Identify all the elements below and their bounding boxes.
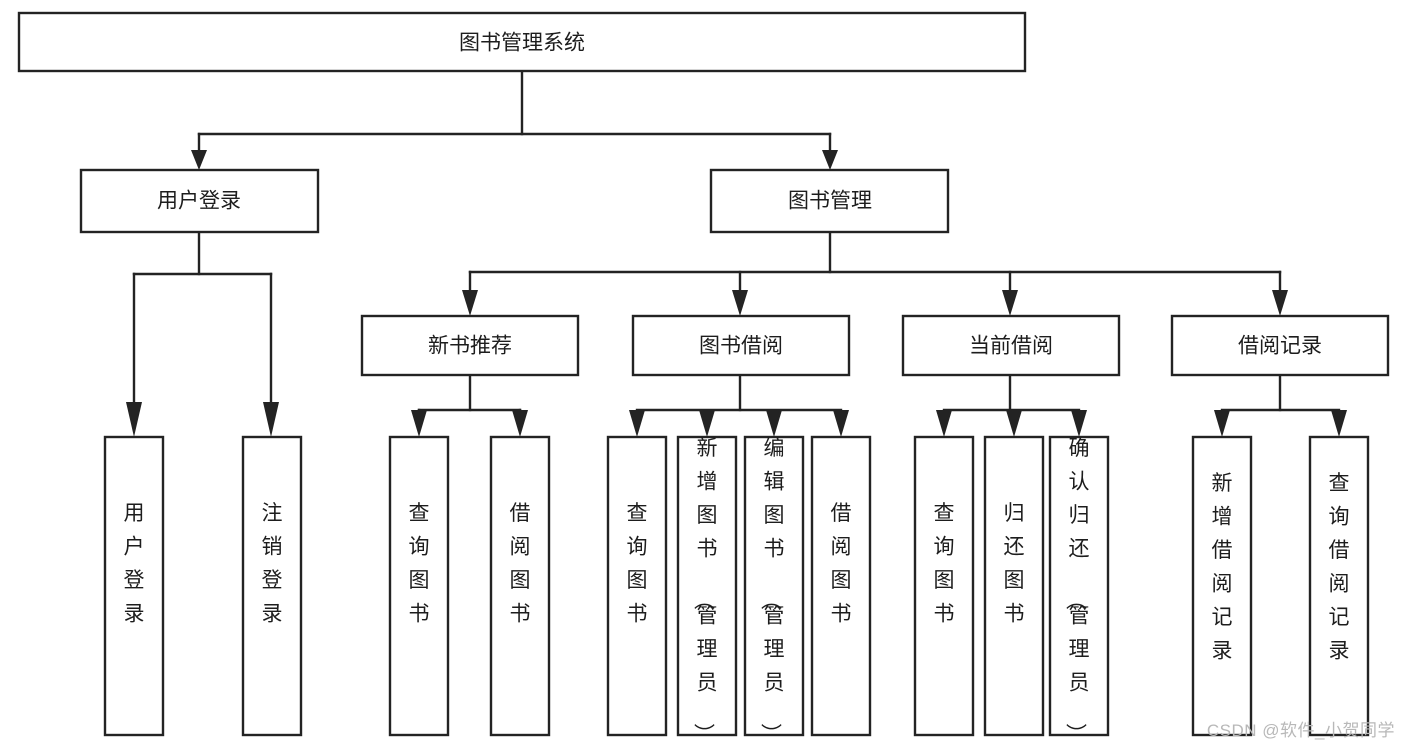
- node-leaf-borrow-book-1[interactable]: 借阅图书: [489, 435, 551, 737]
- node-book-manage[interactable]: 图书管理: [709, 168, 950, 234]
- arrow-head-leaf-return-book: [1006, 410, 1022, 437]
- node-leaf-add-record[interactable]: 新增借阅记录: [1191, 435, 1253, 737]
- node-leaf-confirm-return-label: 确认归还（管理员）: [1064, 437, 1090, 744]
- node-leaf-add-book-label: 新增图书（管理员）: [692, 437, 718, 744]
- node-leaf-user-logout-box[interactable]: [241, 435, 303, 737]
- node-leaf-add-book[interactable]: 新增图书（管理员）: [676, 435, 738, 744]
- node-leaf-query-book-2-label: 查询图书: [627, 502, 648, 626]
- node-leaf-return-book-box[interactable]: [983, 435, 1045, 737]
- node-leaf-borrow-book-2-label: 借阅图书: [831, 502, 852, 626]
- node-leaf-user-login[interactable]: 用户登录: [103, 435, 165, 737]
- node-leaf-user-login-box[interactable]: [103, 435, 165, 737]
- node-user-login[interactable]: 用户登录: [79, 168, 320, 234]
- node-leaf-query-book-3[interactable]: 查询图书: [913, 435, 975, 737]
- arrow-head-leaf-user-logout: [263, 402, 279, 437]
- arrow-head-leaf-query-record: [1331, 410, 1347, 437]
- node-leaf-query-record[interactable]: 查询借阅记录: [1308, 435, 1370, 737]
- arrow-head-borrow-record: [1272, 290, 1288, 316]
- node-leaf-query-book-1[interactable]: 查询图书: [388, 435, 450, 737]
- connectors: [126, 69, 1347, 437]
- node-leaf-query-book-2-box[interactable]: [606, 435, 668, 737]
- node-leaf-edit-book[interactable]: 编辑图书（管理员）: [743, 435, 805, 744]
- node-leaf-edit-book-label: 编辑图书（管理员）: [759, 437, 785, 744]
- node-leaf-query-record-label: 查询借阅记录: [1329, 472, 1350, 663]
- arrow-head-leaf-query-book-2: [629, 410, 645, 437]
- node-current-borrow-box[interactable]: [901, 314, 1121, 377]
- node-leaf-add-record-box[interactable]: [1191, 435, 1253, 737]
- arrow-head-leaf-query-book-3: [936, 410, 952, 437]
- node-current-borrow-label: 当前借阅: [969, 335, 1053, 358]
- node-leaf-edit-book-box[interactable]: [743, 435, 805, 737]
- node-leaf-user-login-label: 用户登录: [124, 502, 145, 626]
- arrow-head-leaf-add-book: [699, 410, 715, 437]
- node-new-book-recommend[interactable]: 新书推荐: [360, 314, 580, 377]
- node-leaf-query-record-box[interactable]: [1308, 435, 1370, 737]
- node-user-login-label: 用户登录: [157, 190, 241, 213]
- node-leaf-query-book-1-label: 查询图书: [409, 502, 430, 626]
- node-book-borrow[interactable]: 图书借阅: [631, 314, 851, 377]
- node-leaf-borrow-book-2-box[interactable]: [810, 435, 872, 737]
- node-leaf-user-logout-label: 注销登录: [262, 502, 283, 626]
- node-leaf-add-book-box[interactable]: [676, 435, 738, 737]
- node-leaf-borrow-book-1-box[interactable]: [489, 435, 551, 737]
- node-leaf-return-book[interactable]: 归还图书: [983, 435, 1045, 737]
- arrow-head-leaf-borrow-book-1: [512, 410, 528, 437]
- node-book-manage-label: 图书管理: [788, 190, 872, 213]
- node-leaf-return-book-label: 归还图书: [1004, 502, 1025, 626]
- node-borrow-record-label: 借阅记录: [1238, 335, 1322, 358]
- arrow-head-leaf-confirm-return: [1071, 410, 1087, 437]
- csdn-watermark: CSDN @软件_小贺同学: [1206, 721, 1395, 740]
- node-leaf-borrow-book-1-label: 借阅图书: [510, 502, 531, 626]
- node-root-label: 图书管理系统: [459, 32, 585, 55]
- arrow-head-current-borrow: [1002, 290, 1018, 316]
- node-leaf-confirm-return[interactable]: 确认归还（管理员）: [1048, 435, 1110, 744]
- node-leaf-user-logout[interactable]: 注销登录: [241, 435, 303, 737]
- arrow-head-leaf-borrow-book-2: [833, 410, 849, 437]
- node-borrow-record[interactable]: 借阅记录: [1170, 314, 1390, 377]
- node-book-borrow-label: 图书借阅: [699, 335, 783, 358]
- arrow-head-leaf-add-record: [1214, 410, 1230, 437]
- node-leaf-query-book-2[interactable]: 查询图书: [606, 435, 668, 737]
- node-leaf-add-record-label: 新增借阅记录: [1212, 472, 1233, 663]
- node-root[interactable]: 图书管理系统: [17, 11, 1027, 73]
- node-new-book-recommend-box[interactable]: [360, 314, 580, 377]
- node-leaf-confirm-return-box[interactable]: [1048, 435, 1110, 737]
- node-borrow-record-box[interactable]: [1170, 314, 1390, 377]
- node-new-book-recommend-label: 新书推荐: [428, 335, 512, 358]
- arrow-head-leaf-user-login: [126, 402, 142, 437]
- node-book-manage-box[interactable]: [709, 168, 950, 234]
- node-current-borrow[interactable]: 当前借阅: [901, 314, 1121, 377]
- node-user-login-box[interactable]: [79, 168, 320, 234]
- arrow-head-book-manage: [822, 150, 838, 170]
- arrow-head-user-login: [191, 150, 207, 170]
- node-leaf-query-book-1-box[interactable]: [388, 435, 450, 737]
- node-leaf-query-book-3-box[interactable]: [913, 435, 975, 737]
- arrow-head-leaf-edit-book: [766, 410, 782, 437]
- node-book-borrow-box[interactable]: [631, 314, 851, 377]
- node-leaf-query-book-3-label: 查询图书: [934, 502, 955, 626]
- arrow-head-new-book-recommend: [462, 290, 478, 316]
- arrow-head-leaf-query-book-1: [411, 410, 427, 437]
- node-leaf-borrow-book-2[interactable]: 借阅图书: [810, 435, 872, 737]
- arrow-head-book-borrow: [732, 290, 748, 316]
- node-root-box[interactable]: [17, 11, 1027, 73]
